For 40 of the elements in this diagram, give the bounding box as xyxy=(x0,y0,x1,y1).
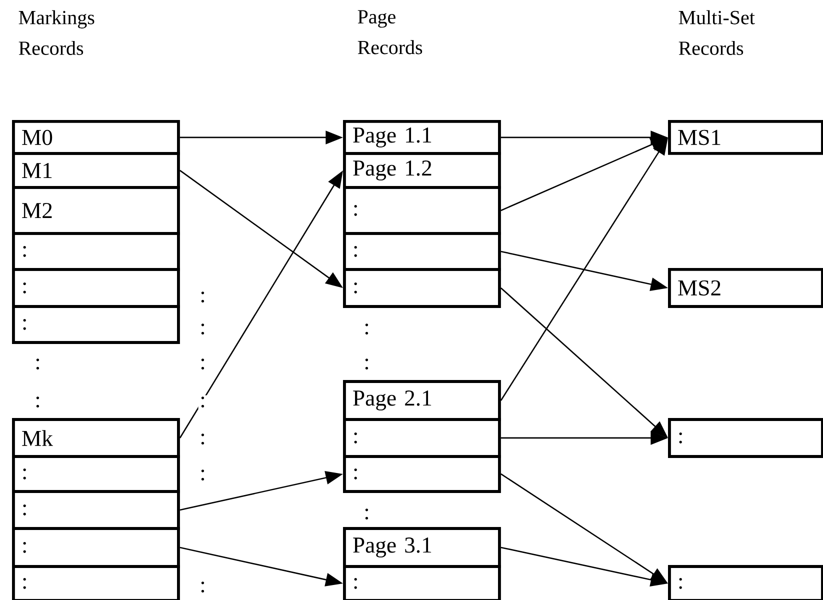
record-cell: Page 3.1 xyxy=(343,527,501,568)
record-cell: : xyxy=(343,418,501,458)
record-cell: Page 1.1 xyxy=(343,120,501,155)
record-cell: : xyxy=(12,455,180,493)
record-cell: : xyxy=(343,565,501,600)
continuation-dots: : xyxy=(198,395,208,409)
record-cell: : xyxy=(12,268,180,308)
record-cell: M2 xyxy=(12,186,180,235)
column-heading: Markings Records xyxy=(18,10,94,55)
record-cell: : xyxy=(343,186,501,235)
continuation-dots: : xyxy=(362,507,372,521)
continuation-dots: : xyxy=(362,357,372,371)
record-cell: : xyxy=(12,527,180,568)
continuation-dots: : xyxy=(198,322,208,336)
continuation-dots: : xyxy=(198,432,208,446)
continuation-dots: : xyxy=(33,395,42,409)
record-cell: : xyxy=(668,565,823,600)
column-heading: Multi-Set Records xyxy=(678,10,755,55)
record-cell: : xyxy=(12,490,180,530)
record-cell: : xyxy=(343,455,501,493)
record-cell: MS1 xyxy=(668,120,823,155)
record-cell: Page 2.1 xyxy=(343,380,501,421)
continuation-dots: : xyxy=(198,580,208,594)
record-cell: M1 xyxy=(12,152,180,189)
continuation-dots: : xyxy=(198,357,208,371)
record-cell: M0 xyxy=(12,120,180,155)
record-cell: MS2 xyxy=(668,268,823,308)
continuation-dots: : xyxy=(33,357,42,371)
continuation-dots: : xyxy=(362,322,372,336)
record-cell: : xyxy=(12,565,180,600)
continuation-dots: : xyxy=(198,468,208,482)
record-cell: : xyxy=(343,232,501,271)
record-cell: Page 1.2 xyxy=(343,152,501,189)
record-cell: : xyxy=(343,268,501,308)
record-cell: : xyxy=(668,418,823,458)
continuation-dots: : xyxy=(198,290,208,304)
record-cell: : xyxy=(12,305,180,344)
record-cell: : xyxy=(12,232,180,271)
column-heading: Page Records xyxy=(358,10,422,54)
record-cell: Mk xyxy=(12,418,180,458)
